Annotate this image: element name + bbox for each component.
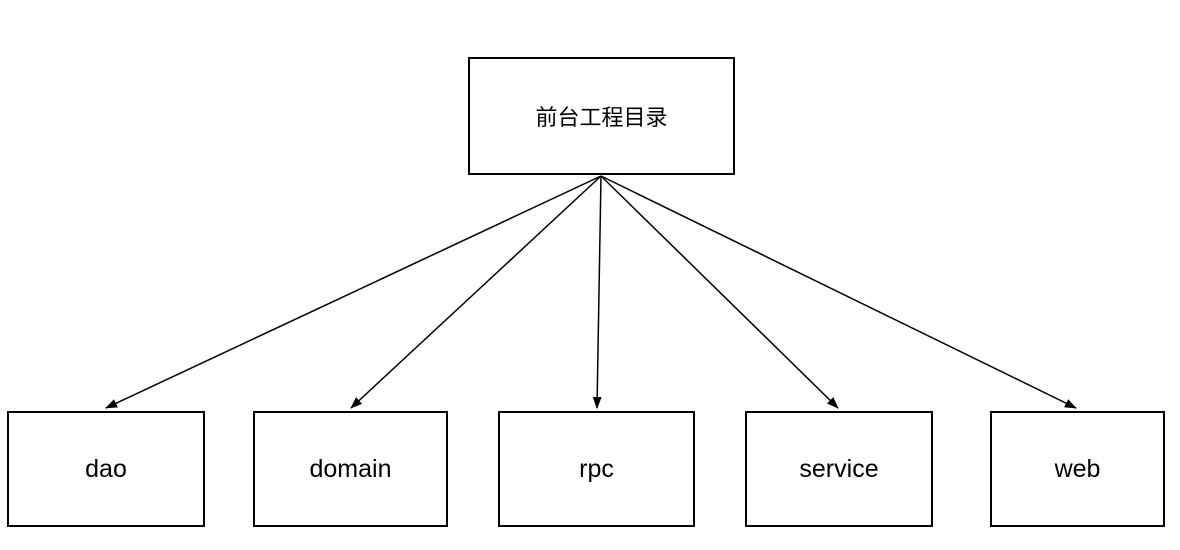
node-web: web	[990, 411, 1165, 527]
node-service: service	[745, 411, 933, 527]
node-rpc: rpc	[498, 411, 695, 527]
node-web-label: web	[1054, 454, 1101, 483]
edge-root-domain	[350, 175, 602, 409]
edge-root-web	[600, 175, 1077, 409]
node-rpc-label: rpc	[579, 454, 614, 483]
edge-root-dao	[105, 175, 602, 409]
node-domain-label: domain	[309, 454, 392, 483]
edge-root-service	[600, 175, 839, 409]
node-dao-label: dao	[85, 454, 127, 483]
node-root: 前台工程目录	[468, 57, 735, 175]
node-dao: dao	[7, 411, 205, 527]
edge-root-rpc	[592, 175, 602, 409]
node-service-label: service	[799, 454, 879, 483]
node-domain: domain	[253, 411, 448, 527]
node-root-label: 前台工程目录	[535, 105, 668, 130]
